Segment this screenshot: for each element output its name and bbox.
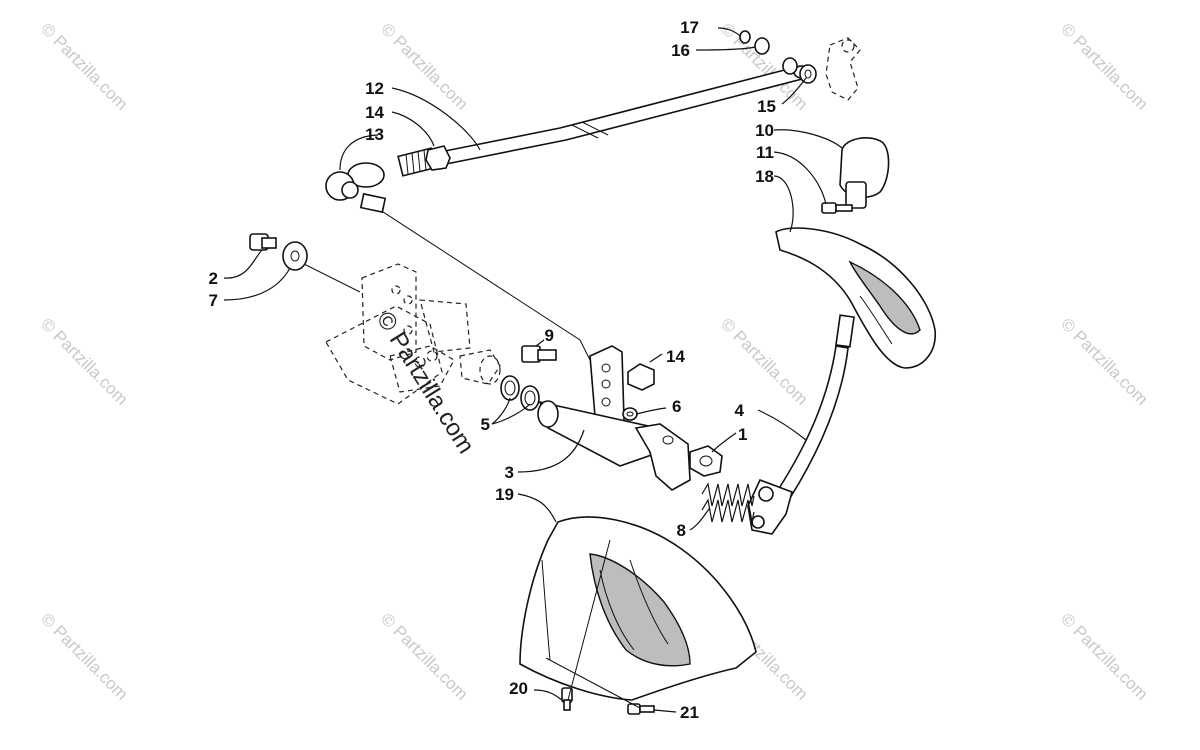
set-screw <box>821 202 853 214</box>
callout-2: 2 <box>209 269 218 288</box>
callout-14-lower: 14 <box>666 347 685 366</box>
callout-5: 5 <box>481 415 490 434</box>
callout-4: 4 <box>735 401 745 420</box>
spring <box>701 482 755 523</box>
callout-11: 11 <box>756 143 774 162</box>
watermark: © Partzilla.com <box>37 609 131 703</box>
guard-screw-right <box>627 703 655 715</box>
callout-12: 12 <box>365 79 384 98</box>
watermark: © Partzilla.com <box>1057 609 1151 703</box>
pivot-pin <box>521 345 557 363</box>
foot-guard <box>519 516 757 701</box>
lock-nut <box>689 445 723 477</box>
hex-nut <box>627 363 655 391</box>
callout-3: 3 <box>505 463 514 482</box>
threaded-stud <box>397 145 451 177</box>
small-washer <box>622 407 638 421</box>
watermark: © Partzilla.com <box>37 19 131 113</box>
callout-17: 17 <box>680 18 699 37</box>
callout-13: 13 <box>365 125 384 144</box>
clip-and-washers <box>739 30 817 84</box>
watermark: © Partzilla.com <box>717 314 811 408</box>
shift-knob <box>839 137 890 209</box>
ball-joint <box>325 162 387 214</box>
callout-8: 8 <box>677 521 686 540</box>
guard-screw-left <box>561 687 573 711</box>
guide-line <box>379 209 591 361</box>
pivot-bracket <box>537 345 691 491</box>
callout-6: 6 <box>672 397 681 416</box>
leader-lines <box>223 27 843 713</box>
callout-20: 20 <box>509 679 528 698</box>
shift-arm-outline <box>825 37 861 101</box>
callout-10: 10 <box>755 121 774 140</box>
watermark: © Partzilla.com <box>1057 19 1151 113</box>
callout-1: 1 <box>738 425 747 444</box>
callout-7: 7 <box>209 291 218 310</box>
callout-21: 21 <box>680 703 699 722</box>
frame-outline <box>325 263 501 405</box>
callout-18: 18 <box>755 167 774 186</box>
watermark: © Partzilla.com <box>1057 314 1151 408</box>
callout-19: 19 <box>495 485 514 504</box>
callout-15: 15 <box>757 97 776 116</box>
callout-9: 9 <box>545 326 554 345</box>
guide-line <box>299 261 361 293</box>
central-watermark: © Partzilla.com <box>371 307 480 458</box>
callout-16: 16 <box>671 41 690 60</box>
nut <box>425 145 451 171</box>
callout-14-upper: 14 <box>365 103 384 122</box>
shift-lever <box>747 314 855 535</box>
callout-labels: 17 16 15 12 14 13 10 11 18 2 7 9 14 6 5 … <box>209 18 776 722</box>
bolt-and-washer <box>249 233 308 271</box>
watermark: © Partzilla.com <box>377 609 471 703</box>
shift-rod <box>438 65 811 165</box>
watermark: © Partzilla.com <box>37 314 131 408</box>
shift-boot <box>775 227 936 369</box>
